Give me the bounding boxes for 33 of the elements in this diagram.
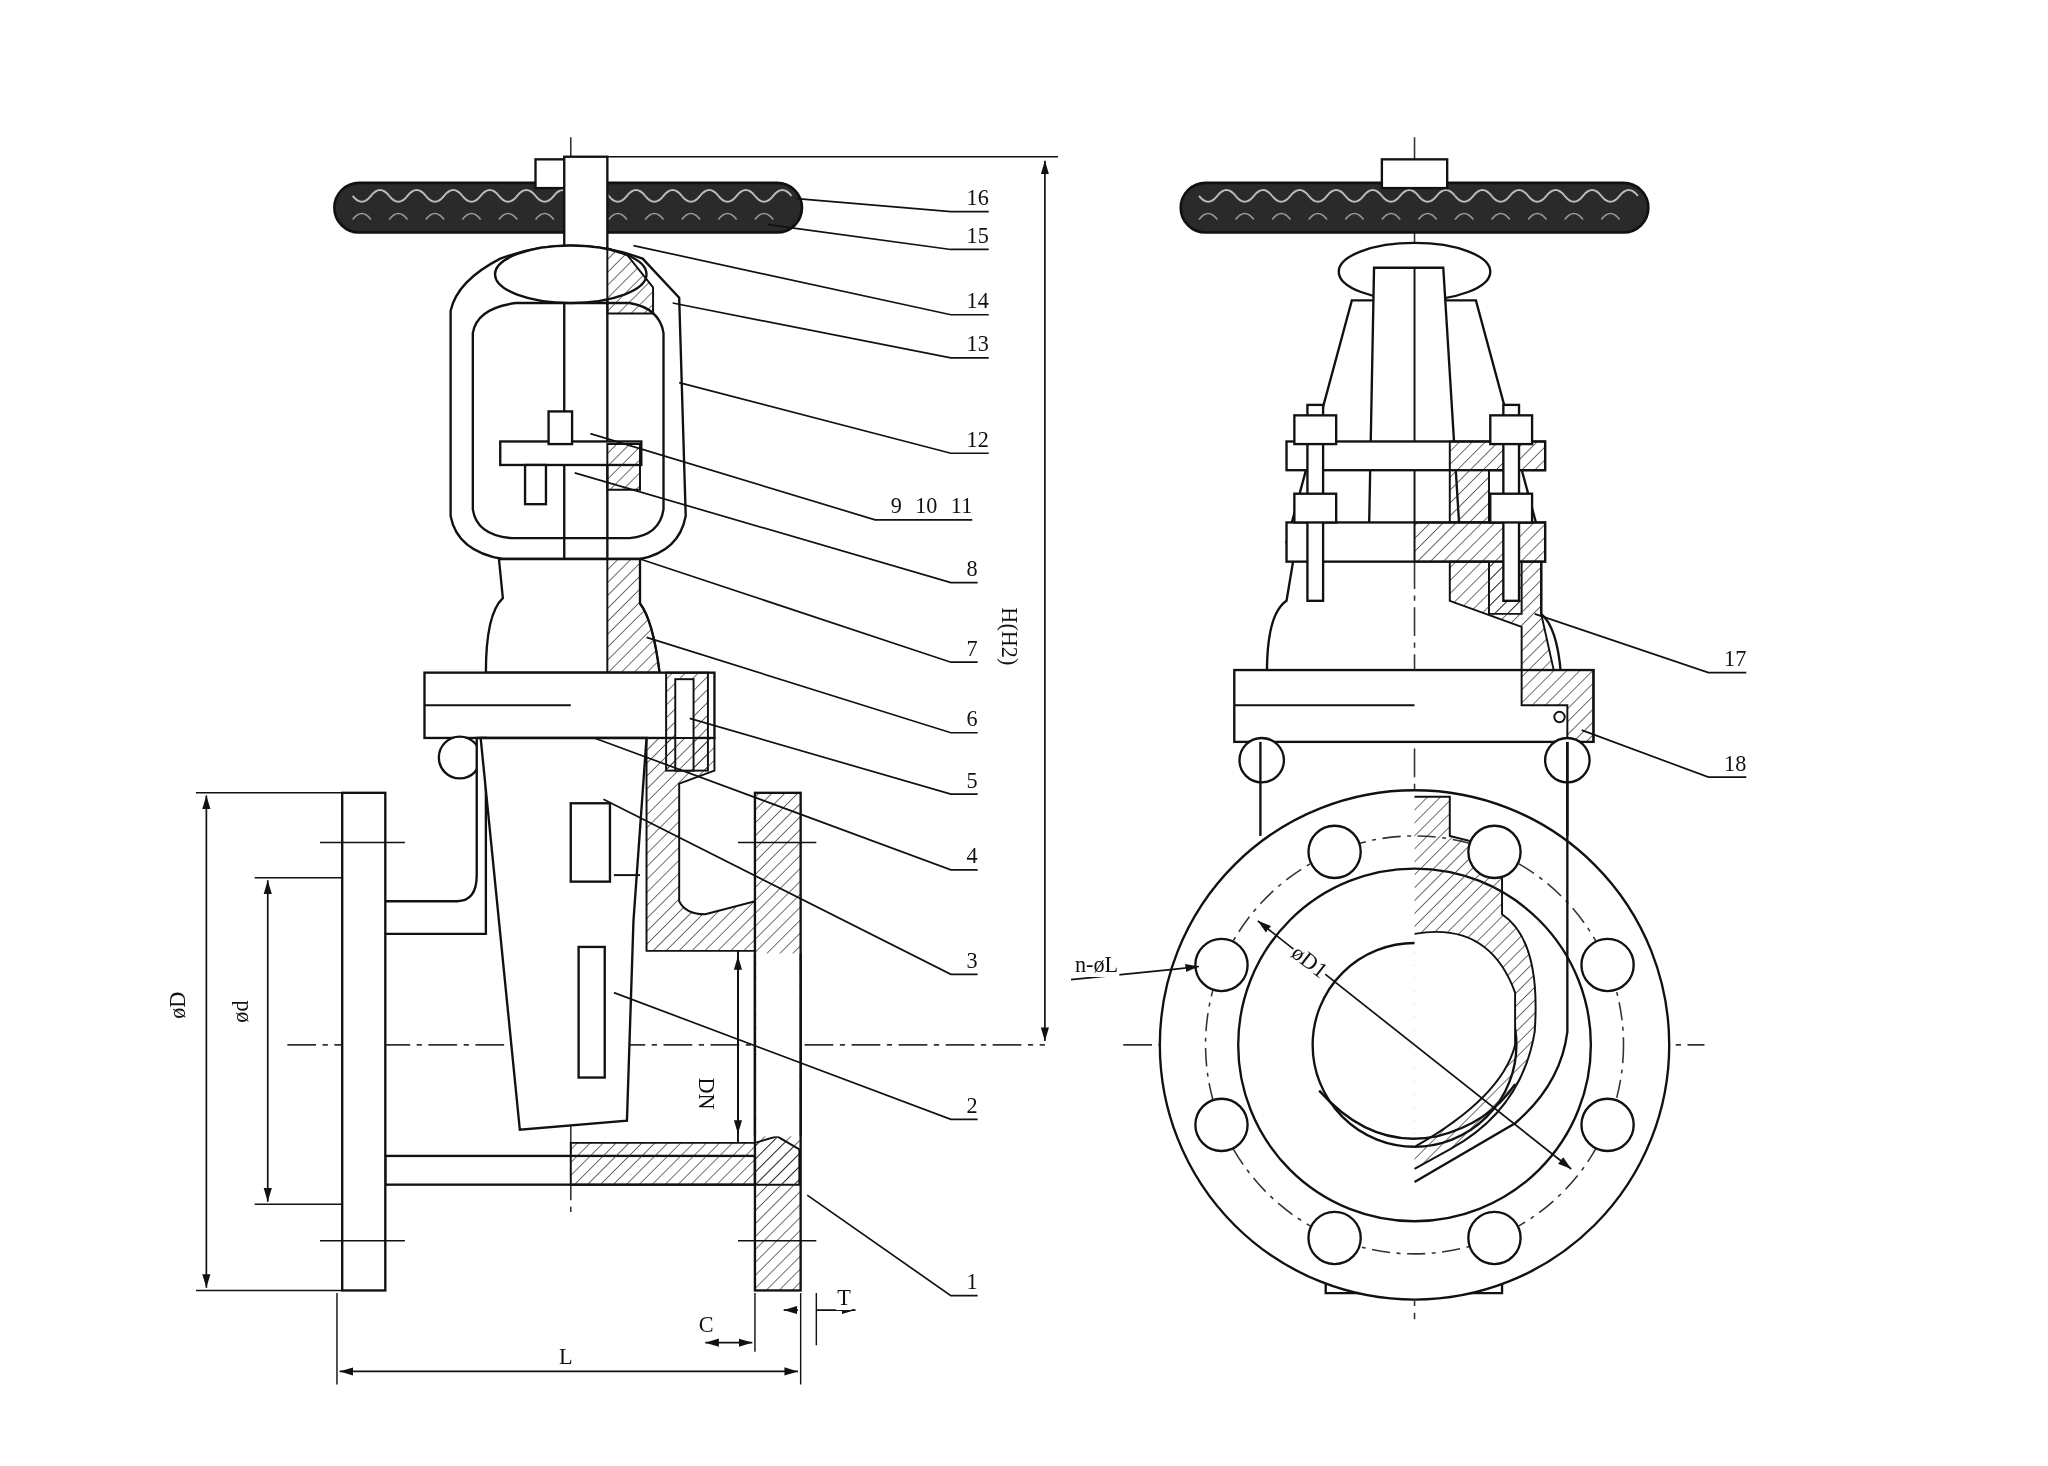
leader-line: [806, 1194, 979, 1297]
callout-number: 8: [966, 556, 978, 583]
leader-line: [645, 636, 979, 734]
leader-line: [1533, 613, 1748, 674]
callout-number: 4: [966, 843, 978, 870]
leader-line: [632, 244, 990, 316]
leader-line: [1580, 729, 1748, 778]
leader-line: [589, 432, 974, 521]
callout-number: 17: [1724, 646, 1747, 673]
callout-number: 18: [1724, 751, 1747, 778]
leader-line: [573, 471, 979, 584]
callout-number: 7: [966, 636, 978, 663]
leader-line: [767, 223, 990, 251]
callout-number: 9 10 11: [890, 493, 973, 520]
callout-number: 6: [966, 706, 978, 733]
leader-line: [795, 197, 990, 213]
callout-number: 1: [966, 1269, 978, 1296]
leader-line: [678, 381, 990, 455]
callout-number: 13: [966, 331, 989, 358]
leader-line: [671, 302, 990, 359]
leader-line: [639, 558, 979, 664]
callout-number: 14: [966, 288, 989, 315]
callout-number: 15: [966, 223, 989, 250]
leader-line: [688, 717, 979, 795]
leader-line: [593, 737, 979, 871]
callout-number: 2: [966, 1093, 978, 1120]
callout-number: 5: [966, 768, 978, 795]
callout-number: 16: [966, 185, 989, 212]
leader-line: [602, 798, 979, 976]
dimension-label: H(H2): [996, 606, 1021, 667]
callout-number: 12: [966, 427, 989, 454]
leader-line: [613, 991, 979, 1121]
callout-number: 3: [966, 948, 978, 975]
